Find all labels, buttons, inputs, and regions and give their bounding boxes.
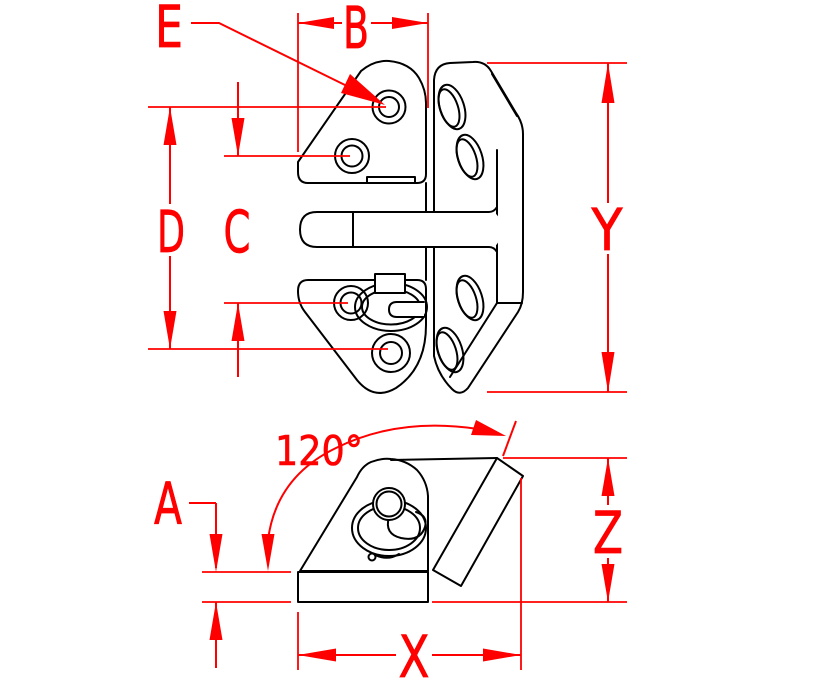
side-view — [297, 457, 524, 603]
arrowhead — [392, 17, 428, 29]
dim-X — [297, 478, 522, 670]
arrowhead — [163, 107, 177, 145]
dim-C — [224, 82, 350, 377]
right-leaf-top-bevel-line — [491, 73, 518, 117]
left-leaf-lower-plate — [297, 279, 427, 394]
dim-label-C: C — [224, 198, 251, 266]
open-leaf-flap — [432, 457, 524, 587]
dim-D — [148, 106, 388, 350]
arrowhead — [601, 352, 615, 392]
dim-label-B: B — [343, 0, 369, 62]
arrowhead — [163, 311, 177, 349]
arrowhead — [471, 420, 506, 436]
dimension-annotations: E B D C Y A Z X 120° — [148, 0, 627, 687]
dim-label-E: E — [155, 0, 183, 61]
arrowhead — [261, 534, 275, 571]
arrowhead — [231, 118, 245, 156]
front-view — [297, 59, 524, 394]
dim-angle — [261, 420, 517, 571]
arrowhead — [231, 303, 245, 341]
dim-label-A: A — [154, 470, 182, 538]
arrowhead — [298, 648, 336, 662]
knuckle-band — [299, 206, 498, 253]
arrowhead — [209, 602, 223, 640]
arrowhead — [298, 17, 334, 29]
upper-plate-step — [366, 176, 416, 184]
dim-label-D: D — [157, 198, 185, 266]
dim-label-angle: 120° — [275, 427, 363, 475]
arrowhead — [601, 458, 615, 496]
right-leaf-outline — [433, 60, 524, 394]
pin-assembly-side — [351, 487, 427, 562]
arrowhead — [601, 63, 615, 103]
arrowhead — [341, 74, 385, 105]
dim-B — [297, 13, 429, 152]
dim-label-Z: Z — [593, 499, 623, 567]
pin-bracket — [374, 273, 406, 294]
flap-body-edge — [390, 457, 498, 461]
left-leaf-upper-plate — [297, 59, 427, 184]
pin-head — [372, 487, 406, 521]
knuckle-fill — [300, 212, 499, 247]
base-plate — [297, 571, 429, 603]
dim-Y — [487, 62, 627, 393]
dim-A — [189, 502, 291, 668]
dim-label-Y: Y — [591, 196, 623, 264]
dim-E-leader — [191, 22, 385, 105]
arrowhead — [209, 534, 223, 572]
right-leaf-holes — [435, 83, 485, 374]
dim-label-X: X — [399, 623, 430, 687]
dim-Z — [432, 457, 627, 603]
arrowhead — [601, 564, 615, 602]
arrowhead — [483, 648, 521, 662]
